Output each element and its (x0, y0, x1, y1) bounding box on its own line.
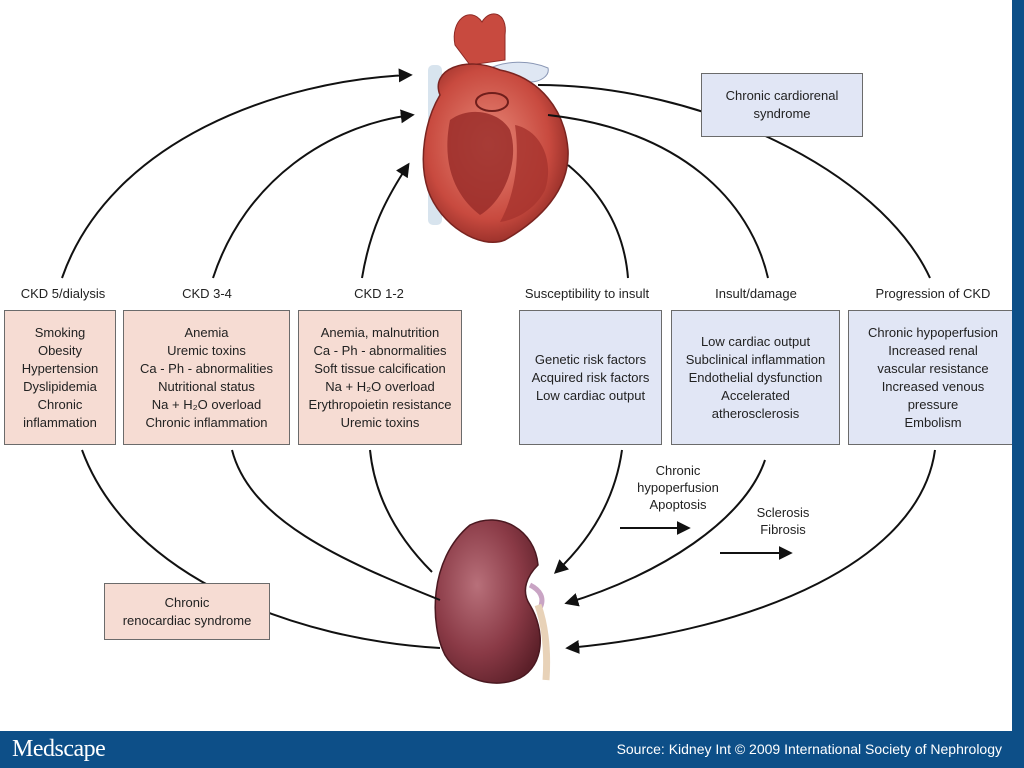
renocardiac-line-1: Chronic (164, 594, 210, 610)
box-susceptibility: Genetic risk factors Acquired risk facto… (519, 310, 662, 445)
box-ckd5: Smoking Obesity Hypertension Dyslipidemi… (4, 310, 116, 445)
sclerosis-note: Sclerosis Fibrosis (740, 504, 826, 538)
list-item: Low cardiac output (535, 387, 646, 403)
note-line: Apoptosis (649, 497, 707, 512)
note-line: Chronic (655, 463, 701, 478)
list-item: Hypertension (21, 360, 99, 376)
header-insult: Insult/damage (715, 286, 797, 301)
arrows-to-heart (61, 68, 415, 279)
renocardiac-line-2: renocardiac syndrome (122, 612, 252, 628)
kidney-illustration (434, 519, 551, 684)
cardiorenal-line-1: Chronic cardiorenal (725, 88, 839, 103)
list-item: Na + H₂O overload (151, 396, 262, 412)
header-ckd5: CKD 5/dialysis (20, 286, 106, 301)
list-item: Accelerated (721, 387, 790, 403)
list-item: atherosclerosis (711, 405, 800, 421)
list-item: Uremic toxins (340, 414, 420, 430)
list-item: Genetic risk factors (534, 351, 647, 367)
renocardiac-syndrome-tag: Chronic renocardiac syndrome (104, 583, 270, 640)
cardiorenal-syndrome-tag: Chronic cardiorenal syndrome (701, 73, 863, 137)
note-line: Sclerosis (756, 505, 810, 520)
footer-bar: Medscape Source: Kidney Int © 2009 Inter… (0, 731, 1024, 768)
list-item: Chronic (37, 396, 83, 412)
list-item: Embolism (904, 414, 962, 430)
header-progression: Progression of CKD (875, 286, 991, 301)
progress-arrows (620, 521, 793, 560)
list-item: Increased renal (888, 342, 978, 358)
box-ckd34: Anemia Uremic toxins Ca - Ph - abnormali… (123, 310, 290, 445)
list-item: Soft tissue calcification (314, 360, 446, 376)
heart-illustration (422, 13, 569, 243)
header-ckd34: CKD 3-4 (182, 286, 232, 301)
list-item: Increased venous (881, 378, 985, 394)
list-item: Smoking (34, 324, 86, 340)
list-item: Chronic inflammation (145, 414, 268, 430)
list-item: Subclinical inflammation (685, 351, 826, 367)
list-item: Anemia (184, 324, 229, 340)
list-item: Ca - Ph - abnormalities (140, 360, 273, 376)
box-progression: Chronic hypoperfusion Increased renal va… (848, 310, 1018, 445)
list-item: Nutritional status (158, 378, 255, 394)
list-item: Endothelial dysfunction (688, 369, 823, 385)
arrows-insult-to-kidney (553, 449, 936, 654)
list-item: Uremic toxins (167, 342, 246, 358)
list-item: Na + H₂O overload (325, 378, 435, 394)
list-item: Low cardiac output (700, 333, 811, 349)
list-item: Ca - Ph - abnormalities (313, 342, 447, 358)
list-item: vascular resistance (877, 360, 989, 376)
list-item: Obesity (37, 342, 83, 358)
header-ckd12: CKD 1-2 (354, 286, 404, 301)
source-citation: Source: Kidney Int © 2009 International … (616, 741, 1002, 757)
header-susceptibility: Susceptibility to insult (524, 286, 650, 301)
list-item: Erythropoietin resistance (308, 396, 452, 412)
hypoperfusion-note: Chronic hypoperfusion Apoptosis (622, 462, 734, 513)
cardiorenal-line-2: syndrome (753, 106, 811, 121)
list-item: Dyslipidemia (23, 378, 97, 394)
medscape-logo[interactable]: Medscape (12, 736, 106, 762)
right-accent-bar (1012, 0, 1024, 768)
arrows-from-heart (537, 84, 931, 279)
list-item: Chronic hypoperfusion (867, 324, 999, 340)
box-ckd12: Anemia, malnutrition Ca - Ph - abnormali… (298, 310, 462, 445)
box-insult: Low cardiac output Subclinical inflammat… (671, 310, 840, 445)
list-item: inflammation (23, 414, 97, 430)
list-item: pressure (907, 396, 959, 412)
list-item: Anemia, malnutrition (320, 324, 440, 340)
note-line: hypoperfusion (637, 480, 719, 495)
note-line: Fibrosis (760, 522, 806, 537)
list-item: Acquired risk factors (531, 369, 650, 385)
